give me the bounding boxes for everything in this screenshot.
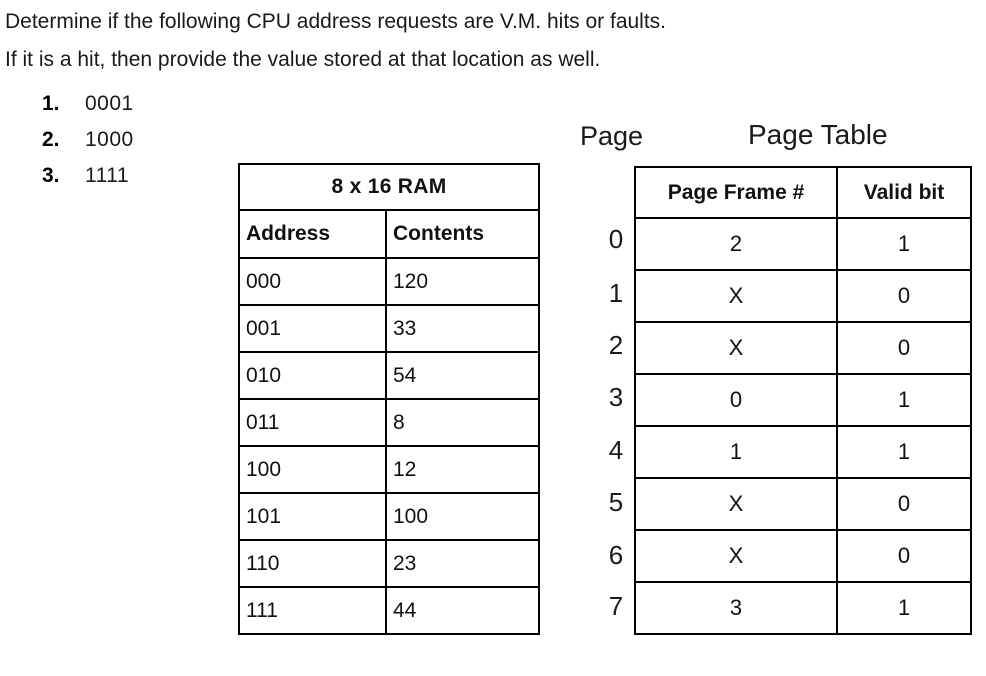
ram-cell-contents: 33 xyxy=(384,304,541,353)
question-number: 2. xyxy=(42,128,60,151)
ram-cell-contents: 8 xyxy=(384,398,541,447)
ram-cell-address: 011 xyxy=(238,398,387,447)
ram-column-header-contents: Contents xyxy=(384,209,541,259)
page-cell-valid: 1 xyxy=(836,581,972,635)
page-cell-frame: 2 xyxy=(634,217,838,271)
page-cell-valid: 1 xyxy=(836,217,972,271)
page-cell-valid: 0 xyxy=(836,321,972,375)
page-number-label: 3 xyxy=(608,382,624,412)
ram-cell-contents: 23 xyxy=(384,539,541,588)
ram-cell-address: 000 xyxy=(238,257,387,306)
page-cell-frame: 3 xyxy=(634,581,838,635)
page-number-label: 7 xyxy=(608,591,624,621)
question-number: 1. xyxy=(42,92,60,115)
ram-table-title-row: 8 x 16 RAM xyxy=(237,163,541,211)
page-column-label: Page xyxy=(580,121,644,151)
ram-cell-address: 111 xyxy=(238,586,387,635)
question-address: 0001 xyxy=(85,92,134,115)
ram-cell-address: 100 xyxy=(238,445,387,494)
page-cell-frame: 0 xyxy=(634,373,838,427)
page-number-label: 4 xyxy=(608,435,624,465)
question-address: 1111 xyxy=(85,164,130,187)
page-number-label: 2 xyxy=(608,330,624,360)
page-cell-frame: 1 xyxy=(634,425,838,479)
page-cell-valid: 0 xyxy=(836,529,972,583)
ram-cell-contents: 54 xyxy=(384,351,541,400)
page-cell-valid: 1 xyxy=(836,425,972,479)
question-address: 1000 xyxy=(85,128,134,151)
ram-cell-address: 110 xyxy=(238,539,387,588)
ram-column-header-address: Address xyxy=(238,209,387,259)
ram-cell-address: 001 xyxy=(238,304,387,353)
page-cell-valid: 0 xyxy=(836,269,972,323)
page-cell-frame: X xyxy=(634,477,838,531)
ram-cell-contents: 120 xyxy=(384,257,541,306)
page-cell-frame: X xyxy=(634,321,838,375)
page-index-column: 0 1 2 3 4 5 6 7 xyxy=(600,219,632,635)
page-number-label: 6 xyxy=(608,540,624,570)
page-table-title: Page Table xyxy=(748,119,888,150)
page-cell-valid: 0 xyxy=(836,477,972,531)
ram-table-header-row: Address Contents xyxy=(238,209,541,259)
page-number-label: 1 xyxy=(608,278,624,308)
ram-cell-contents: 44 xyxy=(384,586,541,635)
question-number: 3. xyxy=(42,164,60,187)
ram-table-title: 8 x 16 RAM xyxy=(237,163,541,211)
question-item: 1. 0001 xyxy=(0,86,230,122)
question-item: 2. 1000 xyxy=(0,122,230,158)
page-column-header-valid: Valid bit xyxy=(836,166,972,219)
question-item: 3. 1111 xyxy=(0,158,230,194)
ram-cell-address: 101 xyxy=(238,492,387,541)
ram-cell-contents: 12 xyxy=(384,445,541,494)
page-table-header-row: Page Frame # Valid bit xyxy=(634,166,972,219)
page-number-label: 0 xyxy=(608,224,624,254)
question-list: 1. 0001 2. 1000 3. 1111 xyxy=(0,86,230,194)
ram-cell-contents: 100 xyxy=(384,492,541,541)
prompt-line-1: Determine if the following CPU address r… xyxy=(5,10,667,33)
prompt-line-2: If it is a hit, then provide the value s… xyxy=(5,48,601,71)
page-column-header-frame: Page Frame # xyxy=(634,166,838,219)
ram-cell-address: 010 xyxy=(238,351,387,400)
page-number-label: 5 xyxy=(608,487,624,517)
page-cell-frame: X xyxy=(634,529,838,583)
page-cell-frame: X xyxy=(634,269,838,323)
page-cell-valid: 1 xyxy=(836,373,972,427)
